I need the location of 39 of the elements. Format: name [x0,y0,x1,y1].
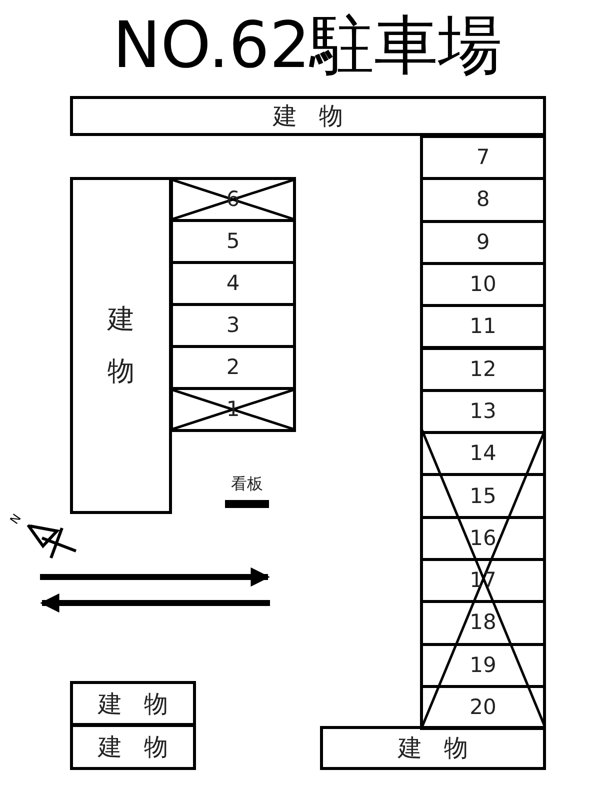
building [70,681,196,726]
space-number: 16 [470,528,496,549]
space-number: 7 [476,147,490,168]
parking-space [170,345,296,390]
space-number: 12 [470,358,496,380]
parking-space [420,473,546,519]
space-number: 9 [476,232,490,253]
parking-space [170,303,296,348]
space-number: 3 [226,315,240,336]
building-label: 建物 [98,735,190,759]
building [320,726,546,770]
space-number: 2 [226,357,240,378]
parking-space [170,219,296,264]
north-label: N [8,512,23,526]
space-number: 18 [470,612,496,634]
building-label: 建物 [273,104,364,128]
space-number: 15 [470,486,496,507]
sign-label: 看板 [231,476,263,492]
parking-space [420,346,546,392]
space-number: 19 [470,654,496,676]
parking-space [420,600,546,646]
space-number: 4 [226,273,240,294]
space-number: 13 [470,400,496,422]
parking-space [420,177,546,223]
space-number: 20 [470,697,496,718]
space-number: 5 [226,231,240,252]
building-label: 建物 [398,736,490,760]
building-label: 建物 [108,303,134,388]
parking-space [420,304,546,350]
building [70,96,546,136]
space-number: 10 [470,274,496,296]
space-number: 8 [476,189,490,210]
title: NO.62駐車場 [112,8,504,85]
parking-space [170,261,296,306]
space-number: 11 [470,316,496,338]
building [70,177,172,514]
building-label: 建物 [98,692,190,716]
building [70,724,196,770]
space-number: 14 [470,443,496,464]
